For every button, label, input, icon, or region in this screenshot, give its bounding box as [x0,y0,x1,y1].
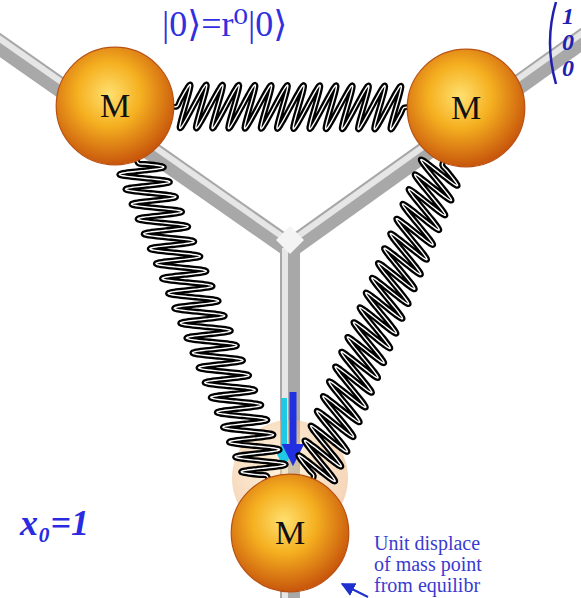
vector-entry: 1 [562,4,574,29]
spring [169,84,412,129]
spring-coil [298,158,457,483]
rod-highlight [0,32,290,242]
mass-label: M [451,91,481,125]
vector-entry: 0 [562,30,574,55]
mass-circle [407,49,525,167]
spring-coil-highlight [119,156,285,483]
leader-arrow [342,584,368,597]
mass-circle [56,47,174,165]
displacement-arrow [290,392,297,455]
mass-label: M [100,89,130,123]
vector-entry: 0 [562,56,574,81]
mass-ball: M [230,473,350,593]
frame-rods [0,24,581,598]
spring-coil-highlight [169,84,412,129]
vector-bracket [550,2,556,84]
mass-ball: M [55,46,175,166]
spring-coil-highlight [298,158,457,483]
mass-circle [231,474,349,592]
spring-coil [169,84,412,129]
spring-coil [119,156,285,483]
mass-ball: M [406,48,526,168]
note: Unit displace of mass point from equilib… [374,533,498,596]
spring [298,158,457,483]
state-equation: |0⟩=r⁰|0⟩ [162,6,287,44]
mass-label: M [275,516,305,550]
rod-junction [276,226,304,254]
displacement-label: x₀=1 [20,505,89,543]
spring [119,156,285,483]
